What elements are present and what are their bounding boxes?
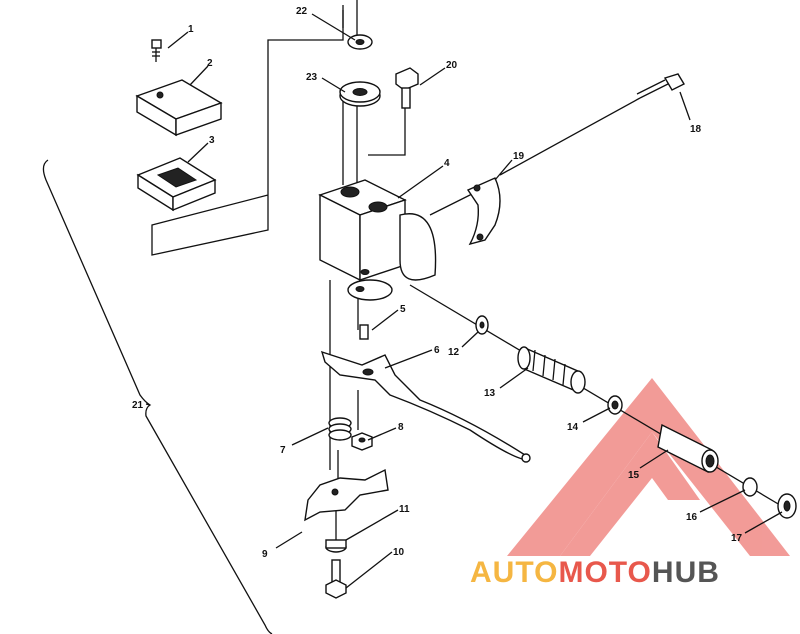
guide-lines [151, 0, 786, 580]
callout-labels: 1 2 3 4 5 6 7 8 9 10 11 12 13 14 15 16 1… [132, 6, 743, 560]
part-16-washer [742, 477, 758, 497]
callout-1: 1 [188, 24, 194, 35]
callout-19: 19 [513, 151, 525, 162]
part-3-diaphragm [136, 157, 217, 212]
callout-18: 18 [690, 124, 702, 135]
callout-5: 5 [400, 304, 406, 315]
part-23-seal [339, 81, 381, 107]
part-17-washer [777, 493, 797, 519]
callout-14: 14 [567, 422, 579, 433]
part-13-boot [517, 346, 586, 394]
part-4-body [318, 179, 437, 301]
callout-13: 13 [484, 388, 496, 399]
part-15-piston [657, 423, 719, 474]
part-7-spring [328, 417, 352, 441]
callout-11: 11 [399, 504, 410, 515]
callout-15: 15 [628, 470, 640, 481]
callout-21: 21 [132, 400, 144, 411]
callout-6: 6 [434, 345, 440, 356]
callout-17: 17 [731, 533, 743, 544]
part-5-bushing [359, 324, 369, 340]
part-18-screw [636, 73, 685, 99]
leader-lines [145, 13, 783, 589]
callout-22: 22 [296, 6, 308, 17]
part-6-lever [320, 350, 531, 463]
callout-4: 4 [444, 158, 450, 169]
part-12-washer [475, 315, 489, 335]
part-20-bolt [395, 67, 419, 109]
part-11-bushing [325, 539, 347, 553]
callout-2: 2 [207, 58, 213, 69]
part-22-washer [347, 34, 373, 50]
watermark-hub: HUB [652, 556, 720, 589]
part-1-screw [151, 39, 162, 62]
callout-23: 23 [306, 72, 318, 83]
callout-10: 10 [393, 547, 405, 558]
callout-16: 16 [686, 512, 698, 523]
watermark-moto: MOTO [558, 556, 651, 589]
callout-20: 20 [446, 60, 458, 71]
part-2-cover [135, 79, 223, 137]
watermark-auto: AUTO [470, 556, 558, 589]
group-bracket [42, 159, 273, 634]
part-10-bolt [325, 559, 347, 599]
watermark-text: AUTOMOTOHUB [470, 556, 720, 589]
callout-7: 7 [280, 445, 286, 456]
callout-8: 8 [398, 422, 404, 433]
callout-3: 3 [209, 135, 215, 146]
part-19-clamp [466, 177, 501, 246]
part-9-bracket [304, 468, 389, 522]
callout-12: 12 [448, 347, 460, 358]
part-8-nut [351, 432, 373, 451]
watermark-logo-icon [507, 378, 790, 556]
callout-9: 9 [262, 549, 268, 560]
part-14-washer [607, 395, 623, 415]
